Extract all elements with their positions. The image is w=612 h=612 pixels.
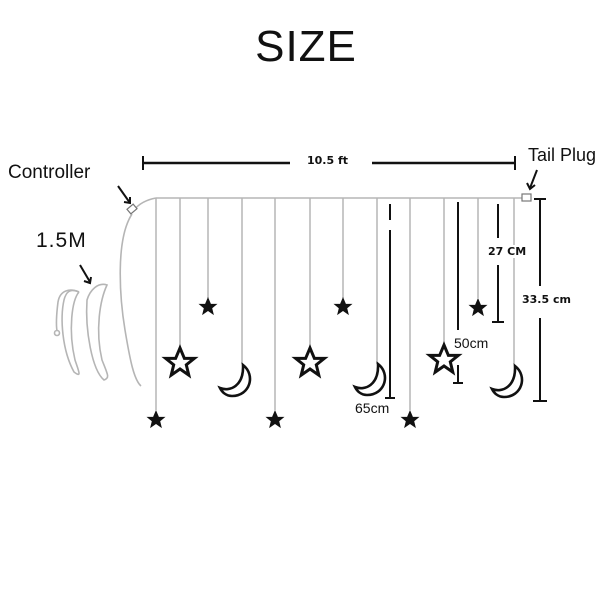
drop-65cm-label: 65cm: [355, 400, 390, 416]
main-wire: [53, 197, 522, 387]
drop-27cm-label: 27 CM: [487, 245, 528, 258]
moon-icon: [217, 361, 524, 399]
lead-length-label: 1.5M: [36, 229, 87, 252]
controller-box: [126, 203, 138, 215]
arrow-icon: [79, 169, 538, 285]
controller-label: Controller: [8, 162, 91, 183]
hanging-strings: [155, 198, 515, 410]
drop-dimension-lines: [385, 198, 547, 402]
total-width-label: 10.5 ft: [307, 154, 349, 167]
page-title: SIZE: [255, 22, 357, 71]
star-outline-icon: [164, 343, 460, 377]
width-dimension-line: [142, 156, 516, 170]
drop-33-5cm-label: 33.5 cm: [521, 293, 572, 306]
tail-plug-label: Tail Plug: [528, 145, 597, 165]
tail-plug-box: [521, 193, 532, 202]
drop-50cm-label: 50cm: [454, 335, 489, 351]
